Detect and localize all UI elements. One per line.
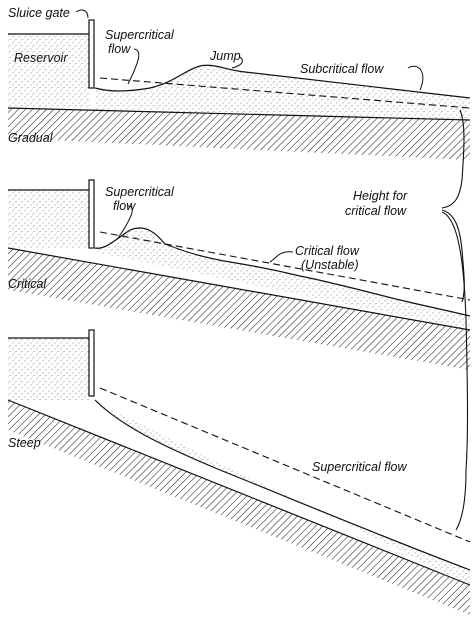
height-bracket-steep xyxy=(441,211,469,531)
critical-flow-label-a: Critical flow xyxy=(295,244,360,258)
jump-leader xyxy=(231,56,243,69)
reservoir-water-critical xyxy=(8,190,90,248)
supercritical-leader-2 xyxy=(117,205,133,239)
height-label-b: critical flow xyxy=(345,204,407,218)
bed-hatch-gradual xyxy=(8,108,470,160)
sluice-gate-label: Sluice gate xyxy=(8,6,70,20)
supercritical-label-1a: Supercritical xyxy=(105,28,175,42)
sluice-gate-3 xyxy=(88,329,95,397)
bed-line-gradual xyxy=(7,107,471,121)
steep-label: Steep xyxy=(8,436,41,450)
critical-depth-line-gradual xyxy=(99,77,471,109)
sluice-gate-1 xyxy=(88,19,95,89)
reservoir-water-gradual xyxy=(8,34,90,108)
height-bracket-upper xyxy=(441,109,465,209)
bed-hatch-steep xyxy=(8,400,470,615)
panel-critical: Supercritical flow Critical flow (Unstab… xyxy=(7,109,471,531)
panel-gradual: Sluice gate Reservoir Supercritical flow… xyxy=(7,6,471,160)
subcritical-leader xyxy=(407,65,424,91)
critical-flow-leader xyxy=(269,251,294,263)
reservoir-label: Reservoir xyxy=(14,51,68,65)
supercritical-label-2a: Supercritical xyxy=(105,185,175,199)
water-surface-critical xyxy=(94,227,471,317)
supercritical-label-3: Supercritical flow xyxy=(312,460,407,474)
bed-hatch-critical xyxy=(8,248,470,370)
jump-surface-gradual xyxy=(94,64,471,99)
sluice-gate-2 xyxy=(88,179,95,249)
channel-water-gradual xyxy=(95,65,470,120)
supercritical-leader-1 xyxy=(127,48,140,85)
supercritical-label-1b: flow xyxy=(108,42,131,56)
bed-line-critical xyxy=(7,247,471,331)
critical-depth-line-steep xyxy=(99,387,471,543)
critical-depth-line-critical xyxy=(99,231,471,301)
channel-water-critical xyxy=(95,227,470,330)
gradual-label: Gradual xyxy=(8,131,54,145)
jump-label: Jump xyxy=(209,49,241,63)
subcritical-label: Subcritical flow xyxy=(300,62,384,76)
critical-flow-label-b: (Unstable) xyxy=(301,258,359,272)
sluice-gate-leader xyxy=(75,9,89,19)
water-surface-steep xyxy=(94,399,471,571)
supercritical-label-2b: flow xyxy=(113,199,136,213)
bed-line-steep xyxy=(7,399,471,586)
critical-label: Critical xyxy=(8,277,47,291)
height-label-a: Height for xyxy=(353,189,408,203)
channel-water-steep xyxy=(95,400,470,585)
panel-steep: Steep Supercritical flow xyxy=(7,329,471,615)
reservoir-water-steep xyxy=(8,338,90,400)
